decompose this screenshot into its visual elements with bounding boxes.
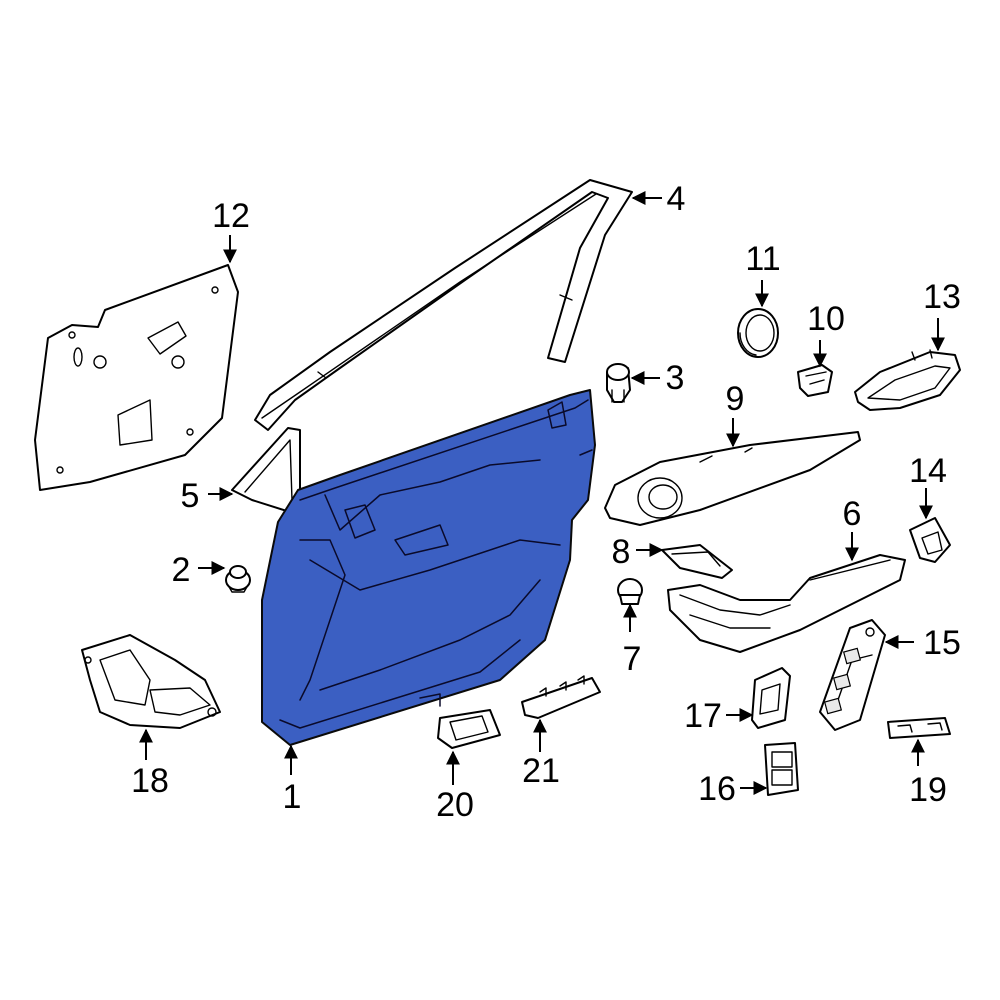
callout-4[interactable]: 4 bbox=[667, 180, 686, 218]
callout-19[interactable]: 19 bbox=[909, 771, 947, 809]
part-19-switch-strip[interactable] bbox=[887, 717, 951, 739]
part-17-switch[interactable] bbox=[751, 667, 791, 729]
part-16-switch[interactable] bbox=[764, 742, 799, 796]
callout-3[interactable]: 3 bbox=[666, 359, 685, 397]
callout-16[interactable]: 16 bbox=[698, 770, 736, 808]
callout-10[interactable]: 10 bbox=[807, 300, 845, 338]
callout-11[interactable]: 11 bbox=[745, 240, 780, 278]
part-15-window-switch[interactable] bbox=[819, 619, 886, 731]
callout-6[interactable]: 6 bbox=[843, 495, 862, 533]
part-20-bracket[interactable] bbox=[437, 709, 501, 749]
part-7-plug[interactable] bbox=[617, 578, 643, 605]
part-9-trim-strip[interactable] bbox=[604, 431, 861, 526]
part-13-inside-handle[interactable] bbox=[854, 349, 961, 411]
part-2-clip[interactable] bbox=[225, 565, 251, 593]
callout-18[interactable]: 18 bbox=[131, 762, 169, 800]
part-1-door-panel[interactable] bbox=[261, 389, 596, 746]
part-14-switch[interactable] bbox=[909, 517, 951, 563]
part-5-mirror-trim[interactable] bbox=[231, 427, 301, 513]
part-10-bracket[interactable] bbox=[797, 364, 833, 397]
callout-9[interactable]: 9 bbox=[726, 380, 745, 418]
part-12-deflector[interactable] bbox=[34, 264, 239, 491]
callout-5[interactable]: 5 bbox=[181, 477, 200, 515]
leader-lines bbox=[139, 191, 945, 795]
callout-15[interactable]: 15 bbox=[923, 624, 961, 662]
part-11-speaker-grille[interactable] bbox=[737, 308, 779, 358]
part-21-bracket[interactable] bbox=[521, 675, 601, 719]
part-3-clip[interactable] bbox=[606, 363, 631, 403]
callout-2[interactable]: 2 bbox=[172, 551, 191, 589]
callout-1[interactable]: 1 bbox=[283, 778, 302, 816]
part-4-frame-trim[interactable] bbox=[254, 179, 633, 431]
callout-12[interactable]: 12 bbox=[212, 197, 250, 235]
part-18-seat-switch[interactable] bbox=[81, 634, 221, 729]
part-8-insert[interactable] bbox=[661, 544, 733, 579]
callout-21[interactable]: 21 bbox=[522, 752, 560, 790]
callout-17[interactable]: 17 bbox=[684, 697, 722, 735]
callout-14[interactable]: 14 bbox=[909, 452, 947, 490]
callout-7[interactable]: 7 bbox=[623, 640, 642, 678]
callout-20[interactable]: 20 bbox=[436, 786, 474, 824]
callout-8[interactable]: 8 bbox=[612, 533, 631, 571]
part-6-armrest[interactable] bbox=[667, 554, 906, 653]
callout-labels: 12 4 11 10 13 3 9 5 2 8 7 6 14 15 17 16 … bbox=[131, 180, 961, 824]
callout-13[interactable]: 13 bbox=[923, 278, 961, 316]
